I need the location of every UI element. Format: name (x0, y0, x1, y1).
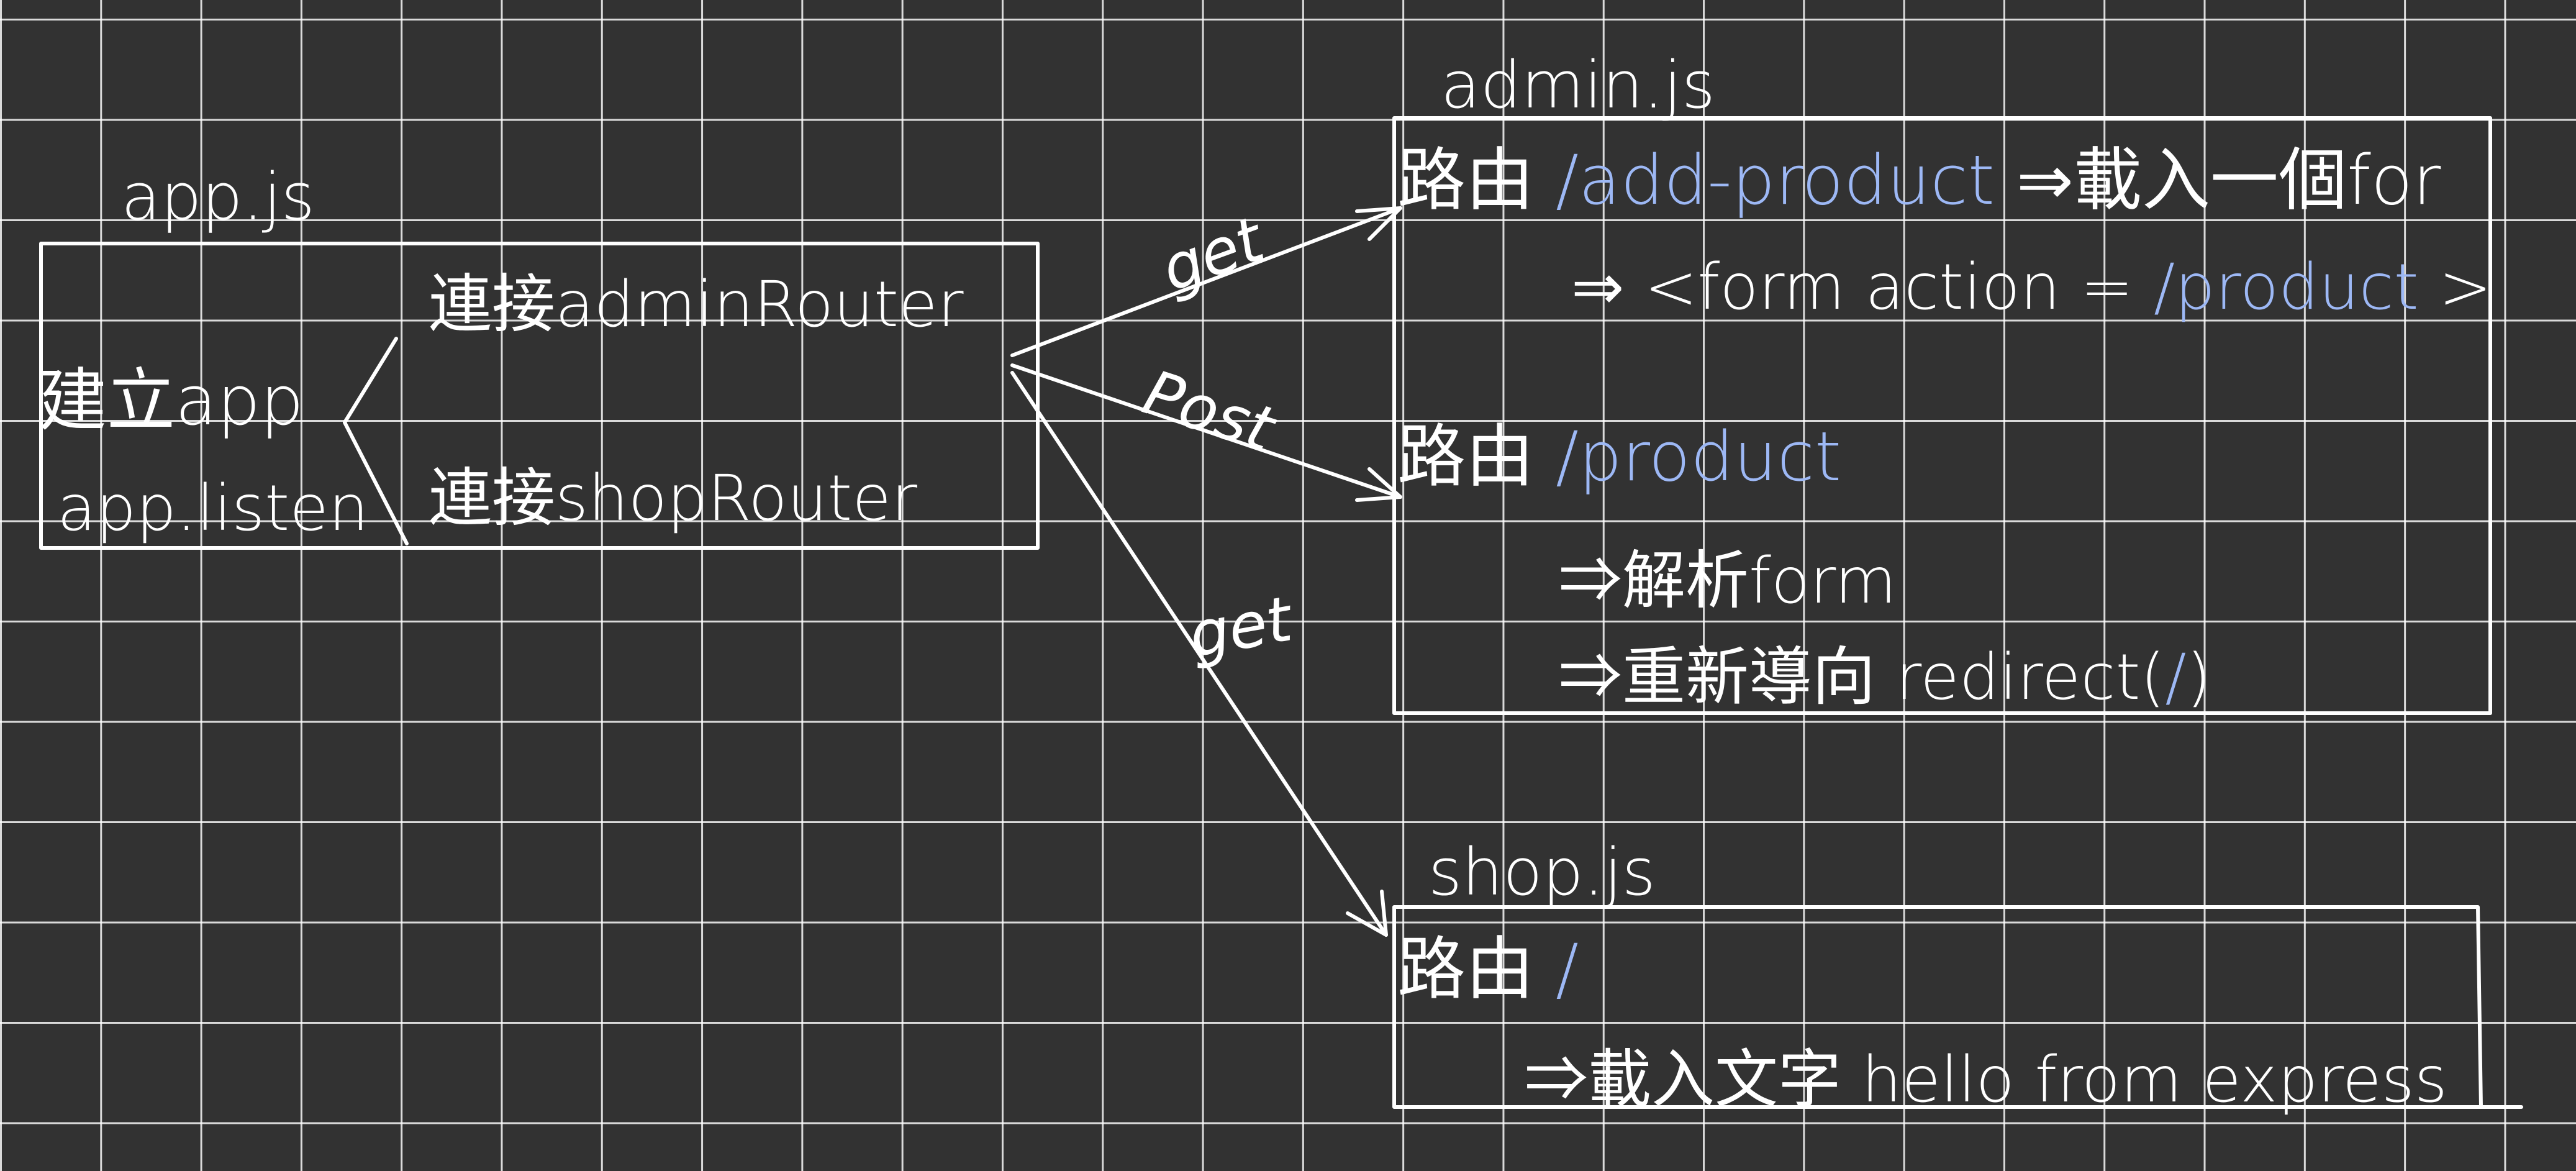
arrow-get-shop (1010, 371, 1388, 937)
app-js-box (39, 242, 1040, 550)
edge-get-shop-label: get (1184, 582, 1297, 672)
app-js-title: app.js (121, 159, 315, 235)
parse-form-label: ⇒解析form (1559, 544, 1897, 618)
arrowhead-post-product (1355, 467, 1402, 502)
form-prefix: ⇒ <form action = (1571, 250, 2134, 324)
admin-js-title: admin.js (1441, 47, 1715, 123)
create-app-label: 建立app (39, 361, 304, 440)
app-bracket (343, 337, 409, 545)
route2-prefix: 路由 (1397, 417, 1534, 496)
arrowhead-get-shop (1346, 890, 1388, 937)
arrowhead-get-admin (1355, 206, 1402, 241)
admin-route1: 路由 /add-product ⇒載入一個for (1397, 146, 2441, 214)
form-suffix: > (2439, 250, 2492, 324)
connect-admin-router-label: 連接adminRouter (429, 268, 964, 342)
connect-shop-router-label: 連接shopRouter (429, 462, 917, 535)
arrow-post-product (1010, 363, 1402, 499)
redirect-prefix: ⇒重新導向 redirect( (1559, 640, 2166, 714)
route2-path: /product (1555, 417, 1842, 496)
admin-redirect-line: ⇒重新導向 redirect(/) (1559, 646, 2211, 709)
shop-js-title: shop.js (1428, 834, 1656, 910)
admin-js-box (1392, 116, 2492, 715)
route1-path: /add-product (1555, 140, 1995, 220)
shop-route-prefix: 路由 (1397, 929, 1534, 1009)
route1-prefix: 路由 (1397, 140, 1534, 220)
arrow-get-admin (1010, 206, 1402, 357)
shop-js-box (1392, 905, 2523, 1109)
shop-load-text: ⇒載入文字 hello from express (1525, 1043, 2447, 1117)
shop-route-path: / (1555, 929, 1579, 1009)
admin-form-line: ⇒ <form action = /product > (1571, 256, 2492, 319)
admin-route2: 路由 /product (1397, 422, 1841, 491)
redirect-path: / (2165, 640, 2187, 714)
form-action-path: /product (2153, 250, 2419, 324)
route1-action: ⇒載入一個for (2016, 140, 2441, 220)
app-listen-label: app.listen (57, 472, 369, 545)
shop-route: 路由 / (1397, 935, 1579, 1003)
redirect-suffix: ) (2186, 640, 2211, 714)
